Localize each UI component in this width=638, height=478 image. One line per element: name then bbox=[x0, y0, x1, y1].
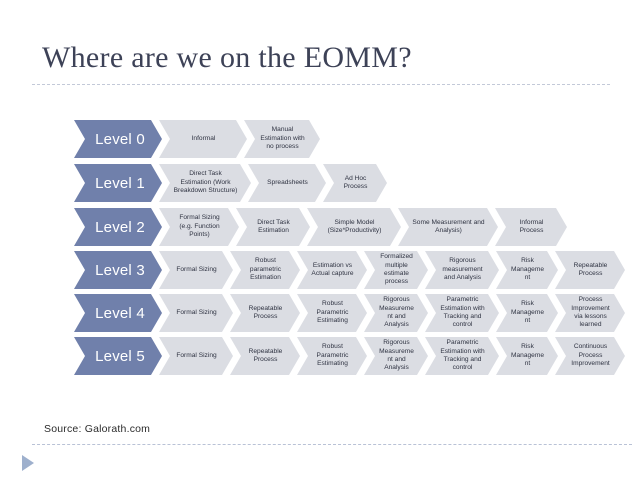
step-label: Formal Sizing bbox=[176, 265, 217, 273]
step-chevron[interactable]: Informal bbox=[159, 120, 247, 158]
step-chevron[interactable]: Formal Sizing bbox=[159, 337, 233, 375]
step-chevron[interactable]: Some Measurement and Analysis) bbox=[398, 208, 498, 246]
step-chevron[interactable]: Repeatable Process bbox=[555, 251, 625, 289]
level-label: Level 3 bbox=[95, 261, 145, 279]
step-label: Repeatable Process bbox=[573, 261, 608, 277]
step-label: Manual Estimation with no process bbox=[260, 126, 305, 151]
step-label: Robust Parametric Estimating bbox=[316, 343, 349, 368]
page-title: Where are we on the EOMM? bbox=[42, 41, 412, 74]
step-chevron[interactable]: Repeatable Process bbox=[230, 294, 300, 332]
step-chevron[interactable]: Formalized multiple estimate process bbox=[364, 251, 428, 289]
step-chevron[interactable]: Formal Sizing bbox=[159, 294, 233, 332]
step-chevron[interactable]: Repeatable Process bbox=[230, 337, 300, 375]
step-label: Simple Model (Size*Productivity) bbox=[327, 218, 382, 234]
step-label: Direct Task Estimation (Work Breakdown S… bbox=[173, 170, 238, 195]
step-label: Estimation vs Actual capture bbox=[311, 261, 354, 277]
maturity-row: Level 2 Formal Sizing (e.g. Function Poin… bbox=[74, 208, 564, 246]
step-label: Some Measurement and Analysis) bbox=[412, 218, 485, 234]
step-label: Parametric Estimation with Tracking and … bbox=[440, 296, 485, 329]
level-chevron[interactable]: Level 5 bbox=[74, 337, 162, 375]
step-label: Informal bbox=[191, 134, 216, 142]
step-chevron[interactable]: Robust Parametric Estimating bbox=[297, 294, 367, 332]
step-label: Robust Parametric Estimating bbox=[316, 300, 349, 325]
level-chevron[interactable]: Level 2 bbox=[74, 208, 162, 246]
step-label: Informal Process bbox=[519, 218, 544, 234]
step-label: Direct Task Estimation bbox=[257, 218, 290, 234]
level-label: Level 1 bbox=[95, 174, 145, 192]
maturity-row: Level 3 Formal Sizing Robust parametric Es… bbox=[74, 251, 622, 289]
step-label: Risk Management bbox=[511, 343, 544, 368]
level-label: Level 2 bbox=[95, 218, 145, 236]
maturity-row: Level 4 Formal Sizing Repeatable Process Ro… bbox=[74, 294, 622, 332]
step-label: Formalized multiple estimate process bbox=[380, 253, 413, 286]
level-chevron[interactable]: Level 4 bbox=[74, 294, 162, 332]
maturity-row: Level 0 Informal Manual Estimation with no… bbox=[74, 120, 317, 158]
title-divider bbox=[32, 84, 610, 85]
step-label: Risk Management bbox=[511, 300, 544, 325]
step-chevron[interactable]: Formal Sizing (e.g. Function Points) bbox=[159, 208, 239, 246]
step-chevron[interactable]: Rigorous Measurement and Analysis bbox=[364, 294, 428, 332]
step-chevron[interactable]: Continuous Process Improvement bbox=[555, 337, 625, 375]
step-label: Process Improvement via lessons learned bbox=[571, 296, 610, 329]
step-chevron[interactable]: Informal Process bbox=[495, 208, 567, 246]
step-label: Formal Sizing (e.g. Function Points) bbox=[179, 214, 220, 239]
step-chevron[interactable]: Simple Model (Size*Productivity) bbox=[307, 208, 401, 246]
play-triangle-icon[interactable] bbox=[22, 455, 34, 471]
step-chevron[interactable]: Spreadsheets bbox=[248, 164, 326, 202]
step-chevron[interactable]: Formal Sizing bbox=[159, 251, 233, 289]
step-chevron[interactable]: Ad Hoc Process bbox=[323, 164, 387, 202]
level-chevron[interactable]: Level 3 bbox=[74, 251, 162, 289]
step-chevron[interactable]: Robust Parametric Estimating bbox=[297, 337, 367, 375]
step-chevron[interactable]: Rigorous Measurement and Analysis bbox=[364, 337, 428, 375]
step-label: Rigorous Measurement and Analysis bbox=[379, 339, 414, 372]
level-chevron[interactable]: Level 1 bbox=[74, 164, 162, 202]
step-chevron[interactable]: Rigorous measurement and Analysis bbox=[425, 251, 499, 289]
maturity-row: Level 5 Formal Sizing Repeatable Process Ro… bbox=[74, 337, 622, 375]
step-chevron[interactable]: Estimation vs Actual capture bbox=[297, 251, 367, 289]
level-label: Level 4 bbox=[95, 304, 145, 322]
step-chevron[interactable]: Manual Estimation with no process bbox=[244, 120, 320, 158]
step-label: Robust parametric Estimation bbox=[249, 257, 282, 282]
step-chevron[interactable]: Risk Management bbox=[496, 337, 558, 375]
level-label: Level 5 bbox=[95, 347, 145, 365]
step-label: Repeatable Process bbox=[248, 304, 283, 320]
step-chevron[interactable]: Robust parametric Estimation bbox=[230, 251, 300, 289]
step-chevron[interactable]: Risk Management bbox=[496, 294, 558, 332]
level-label: Level 0 bbox=[95, 130, 145, 148]
step-label: Parametric Estimation with Tracking and … bbox=[440, 339, 485, 372]
step-label: Continuous Process Improvement bbox=[571, 343, 610, 368]
step-label: Spreadsheets bbox=[267, 178, 308, 186]
step-chevron[interactable]: Direct Task Estimation bbox=[236, 208, 310, 246]
level-chevron[interactable]: Level 0 bbox=[74, 120, 162, 158]
step-chevron[interactable]: Parametric Estimation with Tracking and … bbox=[425, 294, 499, 332]
step-label: Formal Sizing bbox=[176, 308, 217, 316]
source-note: Source: Galorath.com bbox=[44, 423, 151, 435]
step-label: Rigorous measurement and Analysis bbox=[442, 257, 483, 282]
step-chevron[interactable]: Process Improvement via lessons learned bbox=[555, 294, 625, 332]
step-chevron[interactable]: Direct Task Estimation (Work Breakdown S… bbox=[159, 164, 251, 202]
step-label: Formal Sizing bbox=[176, 351, 217, 359]
step-chevron[interactable]: Risk Management bbox=[496, 251, 558, 289]
step-chevron[interactable]: Parametric Estimation with Tracking and … bbox=[425, 337, 499, 375]
footer-divider bbox=[32, 444, 632, 445]
step-label: Ad Hoc Process bbox=[343, 174, 368, 190]
maturity-row: Level 1 Direct Task Estimation (Work Brea… bbox=[74, 164, 384, 202]
step-label: Rigorous Measurement and Analysis bbox=[379, 296, 414, 329]
step-label: Repeatable Process bbox=[248, 347, 283, 363]
step-label: Risk Management bbox=[511, 257, 544, 282]
